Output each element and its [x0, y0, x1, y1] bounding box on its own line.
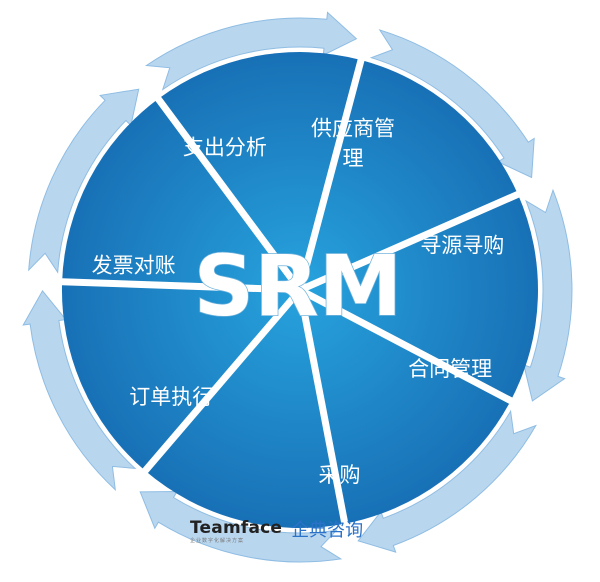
center-hub — [296, 286, 304, 294]
segment-wedge-5 — [300, 290, 511, 524]
segment-label-7: 支出分析 — [183, 136, 267, 160]
segment-divider-4 — [298, 189, 524, 294]
segment-divider-3 — [296, 55, 366, 291]
cycle-arrow-3 — [369, 29, 535, 179]
cycle-arrow-5 — [357, 409, 537, 553]
segment-divider-5 — [298, 286, 516, 406]
cycle-arrows — [22, 11, 573, 563]
segment-divider-6 — [296, 289, 350, 529]
center-srm-label: SRM — [194, 237, 403, 335]
brand-block: Teamface 企业数字化解决方案 — [190, 519, 282, 545]
segment-wedge-1 — [62, 98, 300, 291]
brand-name: Teamface — [190, 518, 283, 538]
cycle-arrow-1 — [28, 88, 140, 274]
segment-divider-7 — [139, 287, 303, 477]
segment-wedge-7 — [61, 281, 301, 471]
segment-divider-2 — [152, 93, 303, 293]
cycle-arrow-2 — [144, 11, 358, 91]
cycle-arrow-4 — [523, 188, 573, 402]
cycle-arrow-6 — [139, 490, 343, 563]
segment-dividers — [57, 55, 524, 529]
segment-label-6: 发票对账 — [92, 254, 176, 278]
cycle-arrow-7 — [22, 290, 137, 491]
brand-tagline: 企业数字化解决方案 — [190, 538, 245, 544]
segment-label-2: 寻源寻购 — [420, 234, 504, 258]
teamface-watermark: Teamface 企业数字化解决方案 企典咨询 — [190, 519, 410, 559]
segment-label-4: 采购 — [319, 463, 361, 487]
segment-label-5: 订单执行 — [129, 385, 213, 409]
company-name: 企典咨询 — [291, 520, 364, 541]
segment-wedge-2 — [158, 52, 361, 290]
segment-wedge-6 — [145, 290, 345, 528]
segments — [61, 52, 538, 528]
segment-wedge-4 — [300, 194, 538, 401]
segment-wedge-3 — [300, 60, 518, 290]
segment-label-3: 合同管理 — [408, 357, 492, 381]
segment-label-1-line-2: 理 — [343, 146, 364, 170]
segment-label-1-line-1: 供应商管 — [311, 116, 395, 140]
segment-divider-1 — [57, 278, 301, 294]
